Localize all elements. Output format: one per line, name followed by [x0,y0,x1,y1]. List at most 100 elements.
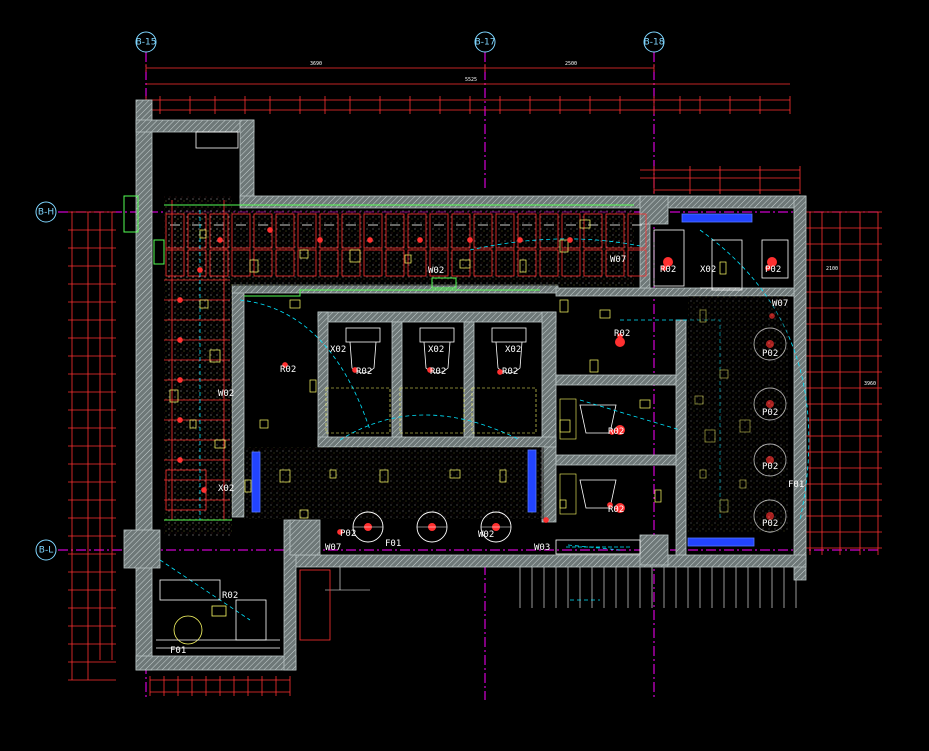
cabinet-unit [495,249,515,277]
corridor-units-left [164,200,230,520]
cabinet-row-top [165,213,647,277]
cabinet-unit [231,213,251,249]
svg-text:B-L: B-L [39,546,53,556]
label-p02-a: P02 [762,349,778,359]
label-w07-top: W07 [610,255,626,265]
cabinet-unit [627,213,647,249]
toilet-right [579,479,617,509]
equipment-mark [519,259,527,273]
cabinet-unit [165,249,185,277]
label-p02-bottom: P02 [340,529,356,539]
symbol-marks [177,227,775,535]
booth-area [399,387,465,434]
cabinet-unit [473,213,493,249]
cabinet-unit [407,213,427,249]
label-r02-a: R02 [280,365,296,375]
cabinet-unit [319,213,339,249]
fixture-dot [615,337,625,347]
label-f01-right: F01 [788,480,804,490]
symbol-dot [177,337,183,343]
dimension-ticks-right [806,211,882,549]
toilet-right-box [559,398,577,440]
cabinet-unit [517,213,537,249]
grid-bubble-b17: B-17 [474,31,496,53]
fixture-dot [615,503,625,513]
equipment-mark [639,399,651,409]
grid-bubble-bh: B-H [35,201,57,223]
cabinet-unit [561,213,581,249]
cabinet-unit [539,249,559,277]
dimension-lines-right [809,212,879,555]
cabinet-unit [385,249,405,277]
label-r02-mid: R02 [614,329,630,339]
right-panel-floor [688,296,788,532]
symbol-dot [197,267,203,273]
cabinet-unit [583,213,603,249]
cabinet-unit [385,213,405,249]
symbol-dot [607,502,613,508]
equipment-mark [299,509,309,519]
grid-bubble-b18: B-18 [643,31,665,53]
dimension-ticks-left [68,211,116,681]
symbol-dot [517,237,523,243]
equipment-mark [559,239,569,253]
cabinet-unit [429,213,449,249]
symbol-dot [317,237,323,243]
symbol-dot [765,265,771,271]
toilet-bowl [495,341,523,374]
cabinet-unit [561,249,581,277]
walls [123,99,807,671]
equipment-mark [449,469,461,479]
cabinet-unit [495,213,515,249]
cabinet-unit [429,249,449,277]
grid-bubble-bl: B-L [35,539,57,561]
right-top-rooms [653,229,789,291]
cabinet-unit [605,249,625,277]
svg-text:B-17: B-17 [475,38,496,48]
toilet-tank [491,327,527,343]
toilet-bowl [349,341,377,374]
equipment-mark [279,469,291,483]
equipment-mark [559,419,571,433]
symbol-dot [177,457,183,463]
equipment-mark [309,379,317,393]
cabinet-unit [253,249,273,277]
leader-lines-bottom-right [325,567,797,608]
label-r02-b: R02 [356,367,372,377]
equipment-mark [719,261,727,275]
cabinet-unit [209,249,229,277]
booth-area [325,387,391,434]
bottom-right-box [555,539,641,555]
lower-band-floor [244,447,544,519]
cabinet-unit [297,213,317,249]
symbol-dot [543,517,549,523]
cabinet-unit [275,213,295,249]
equipment-mark [259,419,269,429]
equipment-mark [379,469,389,483]
cabinet-unit [451,213,471,249]
label-w03-bottom: W03 [534,543,550,553]
symbol-dot [567,237,573,243]
equipment-mark [559,499,567,509]
toilet-right-box [559,473,577,515]
equipment-mark [559,299,569,313]
equipment-mark [459,259,471,269]
equipment-mark [349,249,361,263]
label-p02-d: P02 [762,519,778,529]
label-x02-a: X02 [330,345,346,355]
label-w02-mid: W02 [218,389,234,399]
symbol-dot [177,417,183,423]
label-p02-c: P02 [762,462,778,472]
dim-top-2: 2500 [565,61,577,67]
cabinet-unit [165,213,185,249]
label-w07-bottom: W07 [325,543,341,553]
equipment-mark [654,489,662,503]
dim-top-1: 3690 [310,61,322,67]
equipment-mark [189,419,197,429]
equipment-mark [599,309,611,319]
label-x02-left: X02 [218,484,234,494]
label-r02-d: R02 [502,367,518,377]
equipment-mark [329,469,337,479]
svg-text:B-H: B-H [38,208,54,218]
cabinet-unit [517,249,537,277]
